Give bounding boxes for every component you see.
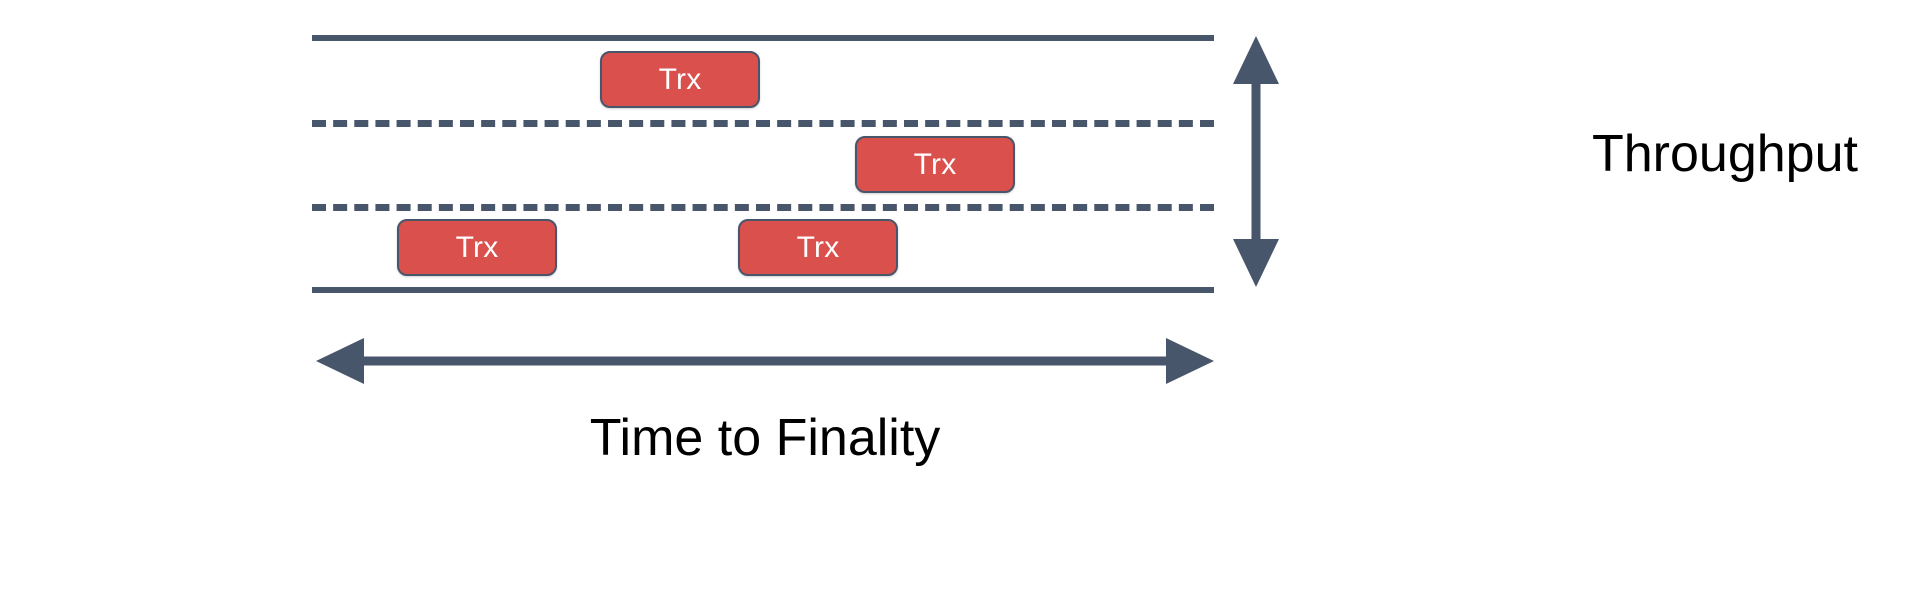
transaction-box[interactable]: Trx	[600, 51, 760, 108]
transaction-box[interactable]: Trx	[738, 219, 898, 276]
throughput-arrow-icon	[1228, 34, 1284, 289]
lane-divider-lower	[312, 204, 1214, 211]
throughput-label: Throughput	[1592, 125, 1858, 183]
transaction-box[interactable]: Trx	[855, 136, 1015, 193]
transaction-label: Trx	[455, 230, 499, 264]
transaction-box[interactable]: Trx	[397, 219, 557, 276]
transaction-label: Trx	[796, 230, 840, 264]
transaction-label: Trx	[913, 147, 957, 181]
lane-divider-upper	[312, 120, 1214, 127]
transaction-label: Trx	[658, 62, 702, 96]
lane-boundary-top	[312, 35, 1214, 41]
time-to-finality-label: Time to Finality	[589, 409, 941, 467]
lane-boundary-bottom	[312, 287, 1214, 293]
time-to-finality-arrow-icon	[310, 334, 1220, 388]
